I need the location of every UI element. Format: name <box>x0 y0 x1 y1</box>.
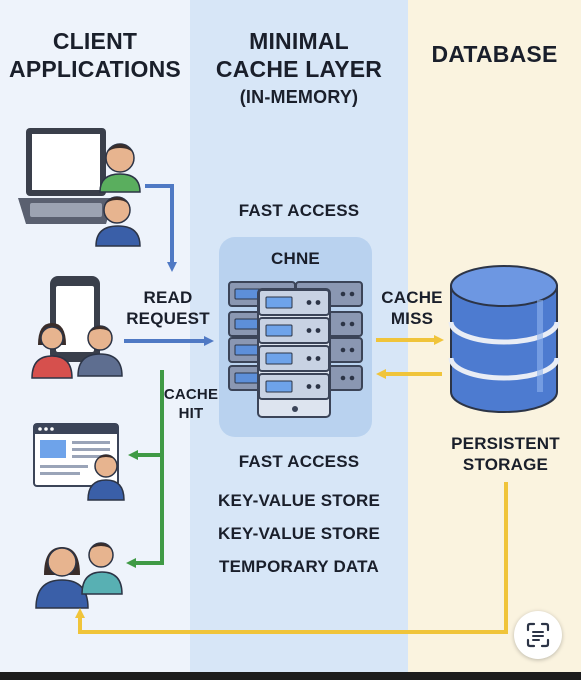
persistent-storage-label-line2: STORAGE <box>462 455 549 474</box>
lens-scan-icon <box>526 622 550 648</box>
cache-hit-label-line2: HIT <box>178 405 204 422</box>
cache-title-line1: MINIMAL <box>249 28 349 54</box>
client-title-line1: CLIENT <box>52 28 138 54</box>
server-stack-icon <box>228 281 363 418</box>
user-icon <box>99 143 141 193</box>
read-request-arrow <box>145 184 177 272</box>
bottom-edge-bar <box>0 672 581 680</box>
laptop-icon <box>18 128 114 224</box>
database-title: DATABASE <box>431 41 558 67</box>
user-icon <box>81 542 123 595</box>
user-icon <box>87 454 125 501</box>
read-request-label-line1: READ <box>143 288 193 307</box>
lens-scan-button[interactable] <box>514 611 562 659</box>
smartphone-icon <box>50 276 100 362</box>
fast-access-bottom-label: FAST ACCESS <box>238 452 360 471</box>
cache-hit-arrow <box>126 455 164 568</box>
user-icon <box>77 325 123 377</box>
database-cylinder-icon <box>448 265 560 413</box>
user-icon <box>31 323 73 379</box>
feature-label: KEY-VALUE STORE <box>217 524 380 543</box>
cache-hit-label-line1: CACHE <box>163 386 219 403</box>
persistent-storage-label-line1: PERSISTENT <box>451 434 560 453</box>
fast-access-top-label: FAST ACCESS <box>238 201 360 220</box>
feature-label: TEMPORARY DATA <box>219 557 379 576</box>
user-icon <box>95 196 141 247</box>
feature-label: KEY-VALUE STORE <box>217 491 380 510</box>
read-request-label-line2: REQUEST <box>126 309 210 328</box>
cache-miss-label-line2: MISS <box>390 309 434 328</box>
cache-hit-arrow <box>128 370 164 460</box>
storage-return-arrow <box>75 482 508 634</box>
user-icon <box>35 547 89 609</box>
cache-box-label: CHNE <box>271 249 320 268</box>
cache-title-line2: CACHE LAYER <box>215 56 383 82</box>
client-title-line2: APPLICATIONS <box>9 56 181 82</box>
cache-miss-label-line1: CACHE <box>381 288 443 307</box>
cache-title-line3: (IN-MEMORY) <box>239 87 359 107</box>
